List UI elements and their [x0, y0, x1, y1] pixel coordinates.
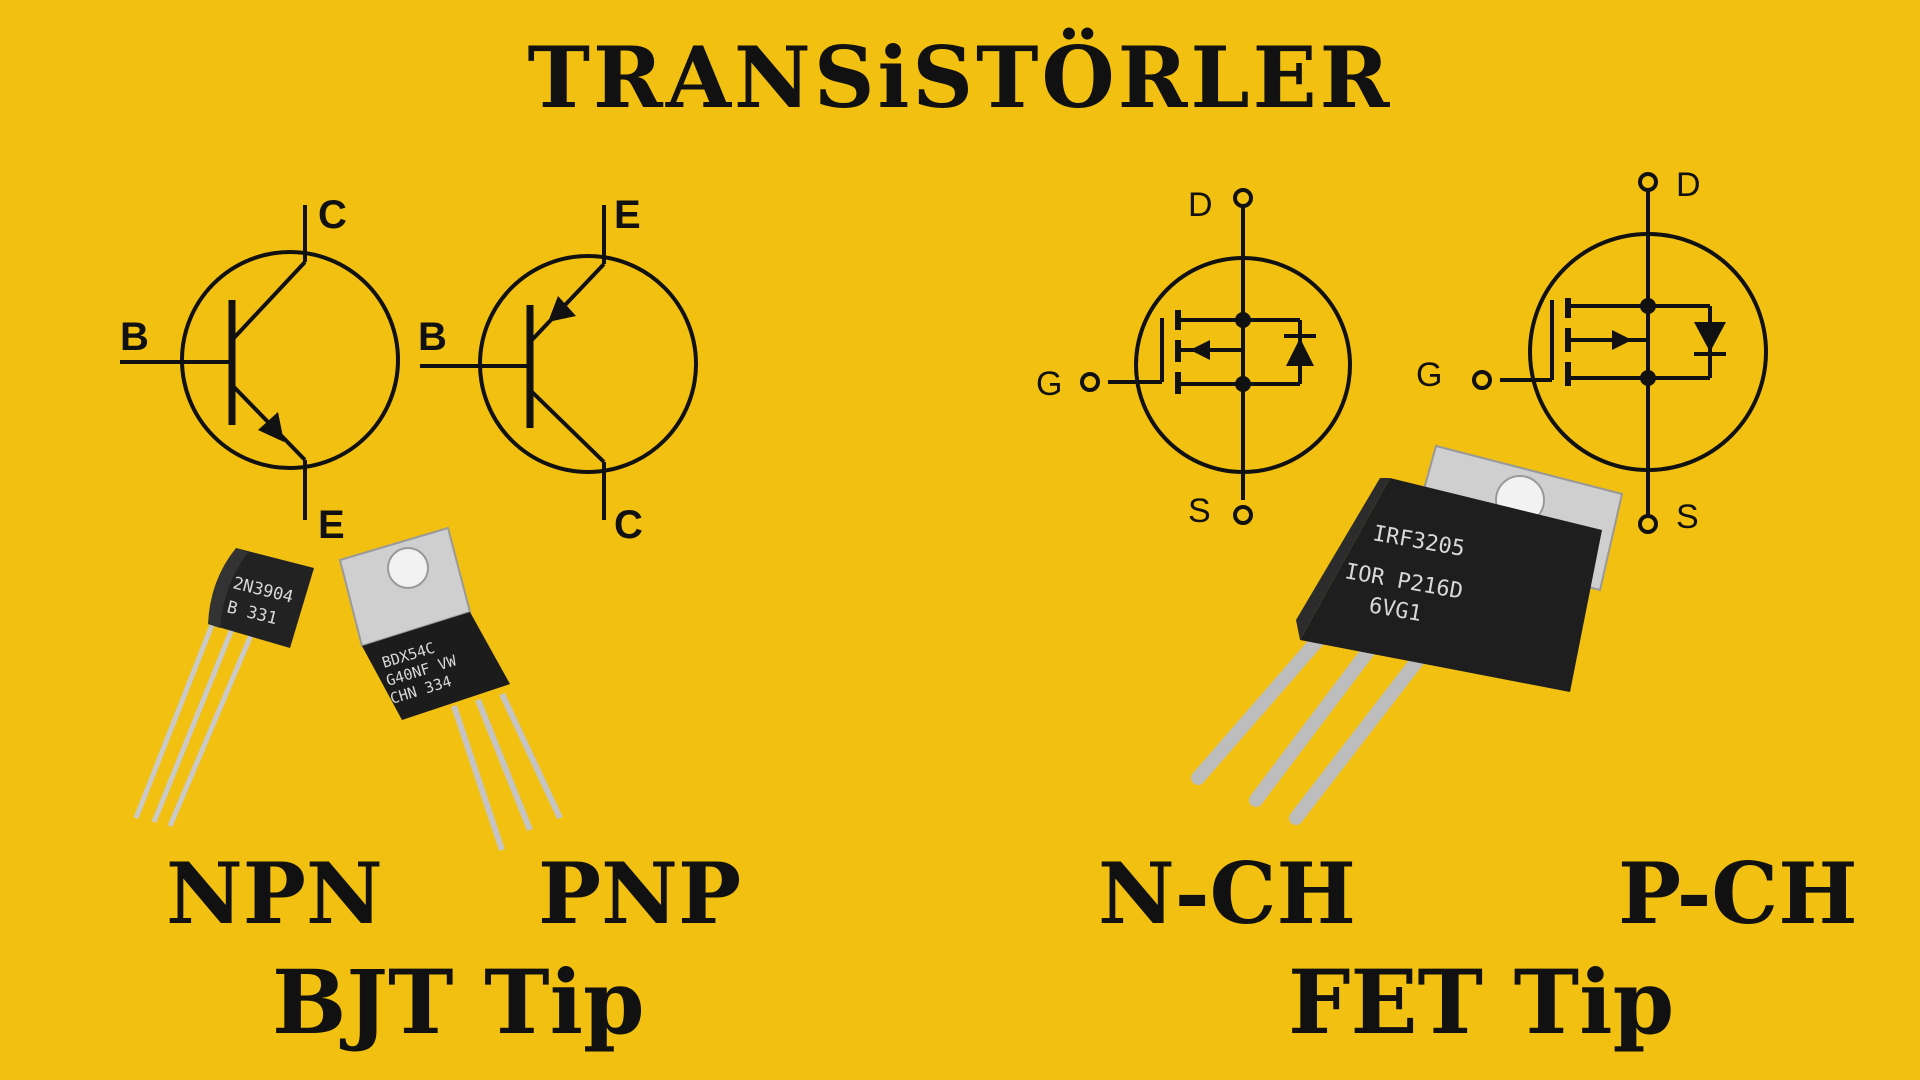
npn-label: NPN: [166, 844, 383, 943]
pch-body-diode: [1694, 322, 1726, 352]
nch-drain-label: D: [1188, 186, 1213, 224]
to92-transistor-photo: 2N3904 B 331: [133, 548, 314, 827]
pnp-label: PNP: [538, 844, 742, 943]
nch-mosfet-symbol: [1108, 206, 1352, 500]
nch-channel-arrow: [1190, 340, 1210, 360]
to220-bjt-photo: BDX54C G40NF VW CHN 334: [338, 526, 563, 851]
pnp-base-label: B: [418, 315, 447, 359]
pnp-collector-label: C: [614, 503, 643, 547]
pch-mosfet-symbol: [1500, 190, 1768, 515]
page-title: TRANSiSTÖRLER: [527, 28, 1393, 127]
pnp-emitter-arrow: [548, 296, 576, 322]
pch-source-label: S: [1676, 498, 1699, 536]
pch-channel-arrow: [1612, 330, 1632, 350]
nch-gate-label: G: [1036, 365, 1062, 403]
npn-emitter-arrow: [258, 412, 284, 442]
pnp-symbol: [420, 205, 698, 520]
npn-symbol: [120, 205, 400, 520]
bjt-group-label: BJT Tip: [272, 950, 645, 1054]
npn-collector-label: C: [318, 193, 347, 237]
pch-gate-label: G: [1416, 356, 1442, 394]
pch-label: P-CH: [1618, 844, 1858, 943]
nch-label: N-CH: [1098, 844, 1356, 943]
nch-body-diode: [1286, 338, 1314, 366]
npn-emitter-label: E: [318, 503, 345, 547]
fet-group-label: FET Tip: [1288, 950, 1675, 1054]
pch-drain-label: D: [1676, 166, 1701, 204]
npn-base-label: B: [120, 315, 149, 359]
to220-mosfet-photo: IRF3205 IOR P216D 6VG1: [1191, 444, 1624, 825]
nch-source-label: S: [1188, 492, 1211, 530]
pnp-emitter-label: E: [614, 193, 641, 237]
